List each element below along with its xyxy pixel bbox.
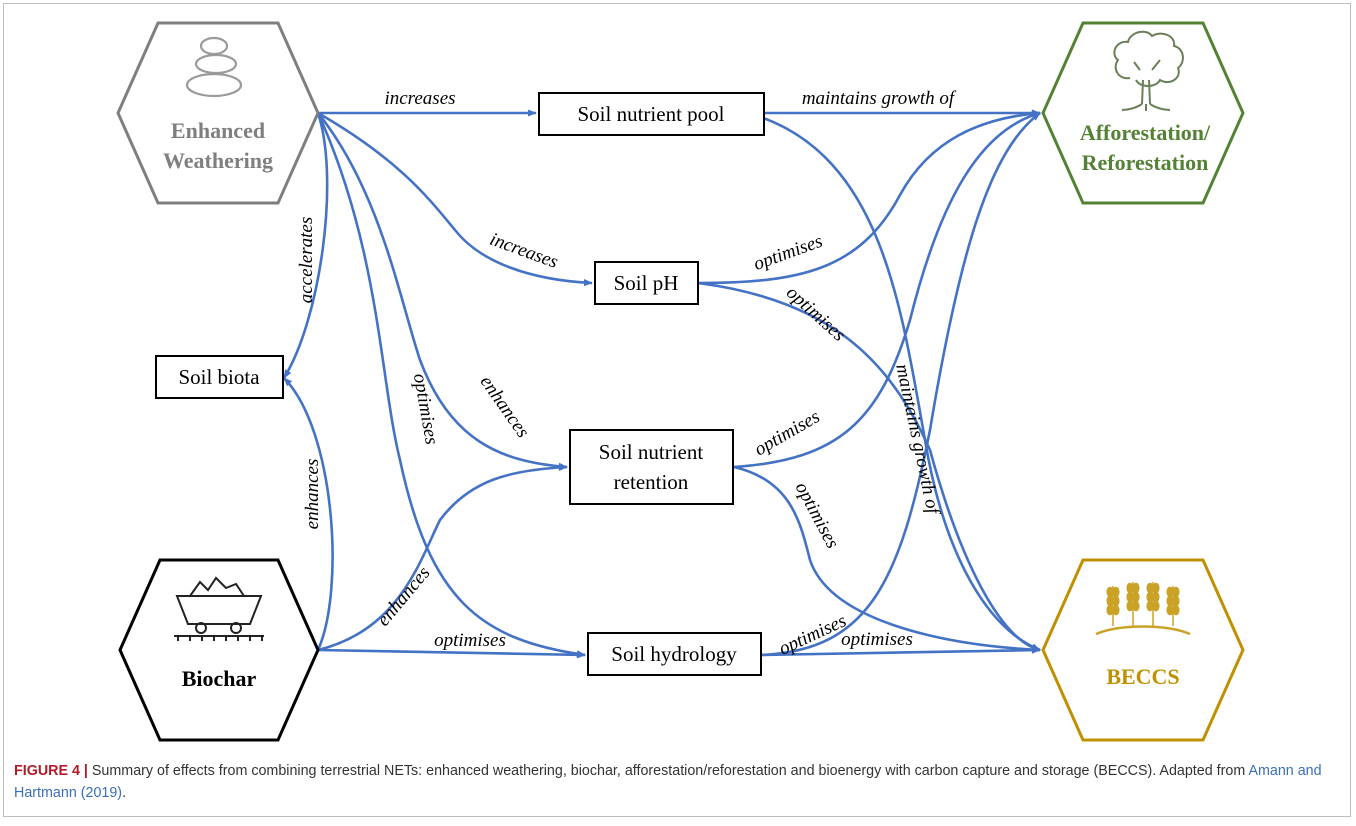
soil-hydrology-node: Soil hydrology [587,632,762,676]
beccs-node: BECCS [1041,558,1245,742]
figure-label: FIGURE 4 | [14,763,88,779]
wheat-icon [1095,582,1191,636]
label-accelerates: accelerates [296,217,317,304]
label-optimises-bc-hydro: optimises [434,630,506,651]
enhanced-weathering-node: Enhanced Weathering [116,21,320,205]
soil-biota-label: Soil biota [178,365,260,389]
tree-icon [1113,30,1184,111]
edge-hydro-beccs [761,646,1041,657]
figure-frame [3,3,1351,817]
biochar-label: Biochar [182,666,257,691]
soil-nutrient-pool-node: Soil nutrient pool [538,92,765,136]
soil-biota-node: Soil biota [155,355,284,399]
label-enhances-biota: enhances [302,459,323,530]
edge-bc-biota [283,377,334,651]
afforestation-label-1: Afforestation/ [1080,120,1211,145]
edge-ret-beccs [733,465,1041,654]
enhanced-weathering-label-2: Weathering [163,148,273,173]
edge-ew-ph [317,111,593,287]
caption-text: Summary of effects from combining terres… [87,763,1249,779]
soil-nutrient-pool-label: Soil nutrient pool [578,102,725,126]
soil-nutrient-retention-node: Soil nutrient retention [569,429,734,505]
edge-bc-hydro [317,648,586,659]
mine-cart-icon [174,576,264,641]
edge-ew-hydro [316,112,586,658]
edge-bc-retention [317,463,568,652]
soil-nutrient-retention-label-1: Soil nutrient [599,440,704,464]
stacked-stones-icon [185,36,243,98]
edge-ph-aff [697,110,1041,285]
edge-labels: increases maintains growth of increases … [296,88,957,660]
beccs-label: BECCS [1106,664,1179,689]
label-optimises-ret-beccs: optimises [791,479,843,552]
soil-hydrology-label: Soil hydrology [611,642,737,666]
caption-end: . [122,785,127,801]
label-maintains-growth-diag: maintains growth of [891,362,944,518]
label-increases-pool: increases [384,88,455,109]
soil-ph-node: Soil pH [594,261,699,305]
edges [282,109,1041,659]
label-optimises-ph-aff: optimises [751,231,826,275]
afforestation-node: Afforestation/ Reforestation [1041,21,1245,205]
enhanced-weathering-label-1: Enhanced [171,118,265,143]
edge-hydro-aff [761,111,1041,657]
label-optimises-hydro-beccs: optimises [841,629,913,650]
label-optimises-ew-hydro: optimises [409,372,442,446]
label-maintains-growth-top: maintains growth of [802,88,957,109]
edge-ret-aff [733,111,1041,469]
effects-diagram: increases maintains growth of increases … [116,21,1245,742]
soil-ph-label: Soil pH [614,271,679,295]
edge-ew-biota [282,112,329,379]
figure-caption: FIGURE 4 | Summary of effects from combi… [14,760,1339,804]
edge-ph-beccs [697,281,1041,652]
reference-link[interactable]: Amann and Hartmann (2019) [14,763,1322,801]
edge-ew-retention [316,112,568,470]
label-enhances-retention-ew: enhances [476,372,534,442]
soil-nutrient-retention-label-2: retention [614,470,689,494]
label-enhances-retention-bc: enhances [373,563,435,631]
label-increases-ph: increases [487,229,561,273]
afforestation-label-2: Reforestation [1082,150,1209,175]
label-optimises-ph-beccs: optimises [782,282,849,346]
biochar-node: Biochar [118,558,320,742]
edge-pool-beccs [747,111,1041,652]
